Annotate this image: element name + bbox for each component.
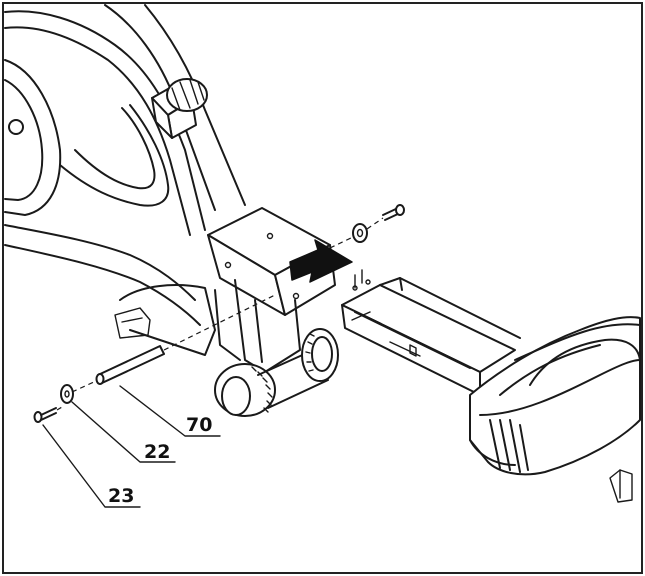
top-bolt-and-washer bbox=[329, 204, 405, 249]
washer-part-22 bbox=[60, 380, 97, 404]
rear-stabilizer bbox=[469, 316, 641, 503]
left-wheel bbox=[214, 363, 276, 417]
insertion-arrow-icon bbox=[289, 239, 353, 283]
callout-leaders bbox=[42, 385, 221, 508]
right-wheel bbox=[301, 328, 339, 382]
bolt-part-23 bbox=[33, 406, 63, 423]
callout-label-70: 70 bbox=[186, 414, 212, 436]
knob-icon bbox=[151, 78, 208, 139]
callout-label-22: 22 bbox=[144, 441, 170, 463]
rear-rail bbox=[341, 269, 521, 396]
main-frame-body bbox=[4, 4, 246, 356]
axle-part-70 bbox=[95, 294, 276, 385]
callout-label-23: 23 bbox=[108, 485, 134, 507]
